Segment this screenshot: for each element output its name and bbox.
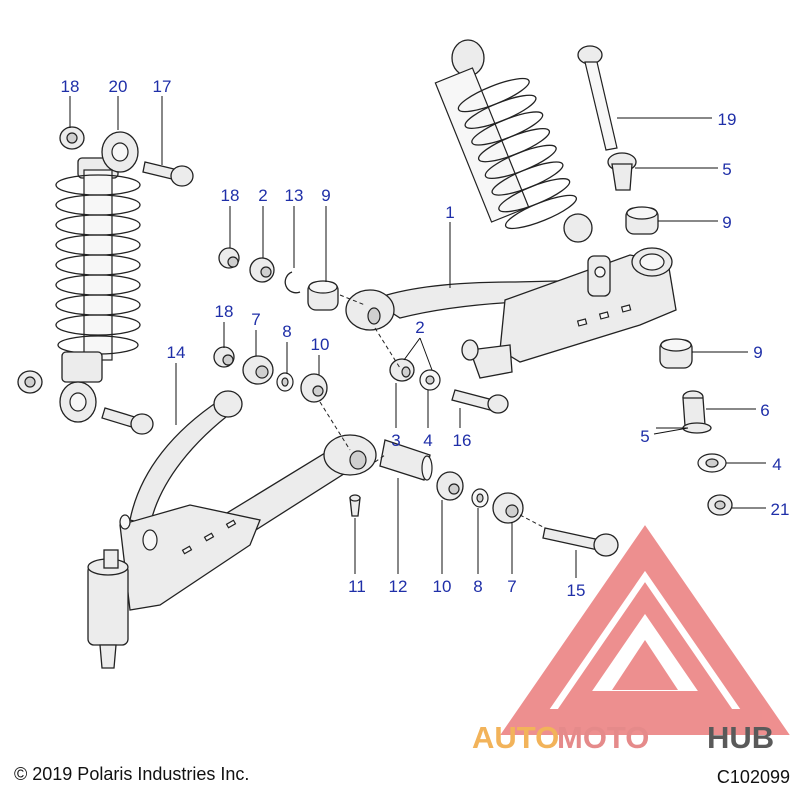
left-shock-absorber: [55, 131, 141, 423]
upper-a-arm: [345, 247, 677, 379]
bushing-9-upper: [307, 280, 339, 311]
callout-19: 19: [718, 110, 737, 129]
watermark-logo: [500, 525, 790, 735]
callout-labels: 18 20 17 18 2 13 9 1 19 5 9 18 7 8 10 2 …: [61, 77, 790, 600]
bushing-5-top: [607, 152, 637, 191]
grease-fitting-11: [349, 494, 361, 517]
callout-8-b: 8: [473, 577, 482, 596]
callout-15: 15: [567, 581, 586, 600]
callout-7-b: 7: [507, 577, 516, 596]
callout-4-b: 4: [772, 455, 781, 474]
watermark-hub: HUB: [707, 720, 774, 755]
callout-16: 16: [453, 431, 472, 450]
nut-18-top-left: [59, 126, 85, 150]
bushing-10-upper: [300, 373, 328, 403]
callout-7-a: 7: [251, 310, 260, 329]
callout-5-b: 5: [640, 427, 649, 446]
right-shock-absorber: [434, 39, 593, 243]
nut-18-lower: [213, 346, 235, 368]
snap-ring-13: [284, 271, 301, 294]
sleeve-12: [379, 439, 433, 481]
callout-21: 21: [771, 500, 790, 519]
callout-9-a: 9: [321, 186, 330, 205]
callout-2-b: 2: [415, 318, 424, 337]
callout-9-b: 9: [722, 213, 731, 232]
lower-a-arm: [87, 390, 377, 669]
seal-7-left: [242, 355, 274, 385]
callout-6: 6: [760, 401, 769, 420]
callout-18-b: 18: [221, 186, 240, 205]
leader-lines: [69, 96, 766, 578]
watermark-auto: AUTO: [472, 720, 559, 755]
washer-2-upper: [249, 257, 275, 283]
bolt-lower-left-shock: [101, 407, 154, 435]
washer-8-left: [276, 372, 294, 392]
callout-13: 13: [285, 186, 304, 205]
callout-2-a: 2: [258, 186, 267, 205]
callout-20: 20: [109, 77, 128, 96]
callout-4-a: 4: [423, 431, 432, 450]
callout-3: 3: [391, 431, 400, 450]
callout-10-b: 10: [433, 577, 452, 596]
callout-11: 11: [348, 577, 366, 596]
axis-lower-right: [519, 514, 546, 529]
nut-lower-left-shock: [17, 370, 43, 394]
callout-5-a: 5: [722, 160, 731, 179]
bushing-9-upper-right: [625, 206, 659, 235]
bolt-15: [542, 527, 619, 557]
seal-7-lower: [492, 492, 524, 524]
bolt-19: [577, 45, 618, 151]
callout-12: 12: [389, 577, 408, 596]
washer-4-right: [697, 453, 727, 473]
axis-lower-pivot: [374, 454, 386, 463]
callout-17: 17: [153, 77, 172, 96]
callout-18-c: 18: [215, 302, 234, 321]
watermark-moto: MOTO: [557, 720, 649, 755]
bushing-10-lower: [436, 471, 464, 501]
washer-3: [389, 358, 415, 382]
drawing-id: C102099: [717, 767, 790, 787]
callout-8-a: 8: [282, 322, 291, 341]
callout-14: 14: [167, 343, 186, 362]
axis-lower-drop: [319, 401, 351, 451]
bolt-16: [451, 389, 509, 414]
nut-18-upper: [218, 247, 240, 269]
bolt-17: [142, 161, 194, 187]
axis-upper-drop: [374, 327, 401, 369]
callout-1: 1: [445, 203, 454, 222]
bushing-9-lower-right: [659, 338, 693, 369]
bushing-6: [682, 390, 712, 434]
callout-9-c: 9: [753, 343, 762, 362]
washer-4-middle: [419, 369, 441, 391]
callout-18-a: 18: [61, 77, 80, 96]
axis-upper-left: [339, 294, 366, 306]
callout-10-a: 10: [311, 335, 330, 354]
nut-21: [707, 494, 733, 516]
washer-8-lower: [471, 488, 489, 508]
copyright-text: © 2019 Polaris Industries Inc.: [14, 764, 249, 784]
